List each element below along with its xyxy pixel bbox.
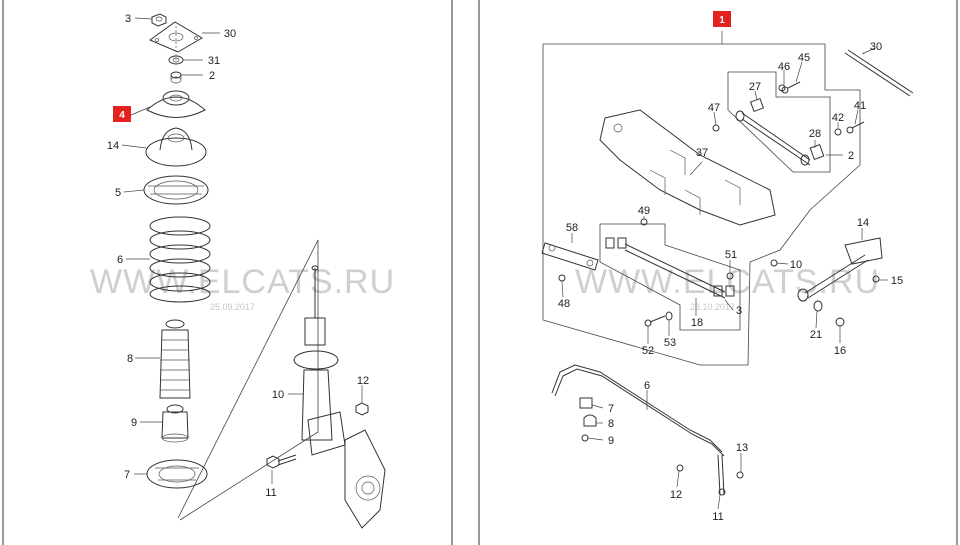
label-r6: 6 xyxy=(644,380,650,392)
label-r58: 58 xyxy=(566,222,578,234)
upper-plate-part xyxy=(148,21,203,53)
label-r2: 2 xyxy=(848,150,854,162)
lower-spring-seat-part xyxy=(146,459,208,489)
label-r21: 21 xyxy=(810,329,822,341)
stabilizer-bar-30 xyxy=(844,49,914,97)
top-mount-part xyxy=(146,90,206,118)
rear-subframe-part xyxy=(599,109,776,226)
label-14: 14 xyxy=(107,140,119,152)
left-watermark-date: 25.09.2017 xyxy=(210,302,255,312)
label-8: 8 xyxy=(127,353,133,365)
label-r49: 49 xyxy=(638,205,650,217)
label-11: 11 xyxy=(265,487,276,499)
subframe-group-frame xyxy=(542,43,861,366)
label-r28: 28 xyxy=(809,128,821,140)
callout-label-1: 1 xyxy=(719,15,725,26)
label-r12: 12 xyxy=(670,489,682,501)
callout-box-1 xyxy=(713,11,731,27)
upper-arm-box xyxy=(727,71,831,173)
label-r16: 16 xyxy=(834,345,846,357)
right-watermark: WWW.ELCATS.RU xyxy=(575,263,880,301)
label-r8: 8 xyxy=(608,418,614,430)
upper-spring-seat-part xyxy=(145,127,207,167)
washer-46 xyxy=(778,84,786,92)
label-r15: 15 xyxy=(891,275,903,287)
nut-12 xyxy=(676,464,684,472)
label-r41: 41 xyxy=(854,100,866,112)
label-r51: 51 xyxy=(725,249,737,261)
label-r37: 37 xyxy=(696,147,708,159)
bolt-47 xyxy=(712,124,720,132)
bushing-21 xyxy=(813,300,823,312)
label-6: 6 xyxy=(117,254,123,266)
label-7: 7 xyxy=(124,469,130,481)
strut-nut-part xyxy=(355,402,369,416)
label-r53: 53 xyxy=(664,337,676,349)
dust-boot-part xyxy=(159,319,191,399)
upper-arm-part xyxy=(735,97,825,166)
washer-42 xyxy=(834,128,842,136)
label-r47: 47 xyxy=(708,102,720,114)
label-r30: 30 xyxy=(870,41,882,53)
label-r48: 48 xyxy=(558,298,570,310)
strut-bolt-part xyxy=(266,454,297,469)
bolt-48 xyxy=(558,274,566,282)
label-9: 9 xyxy=(131,417,137,429)
label-31: 31 xyxy=(208,55,220,67)
label-r7: 7 xyxy=(608,403,614,415)
label-r46: 46 xyxy=(778,61,790,73)
bushing-part xyxy=(170,71,182,84)
stabilizer-bar-6 xyxy=(551,364,726,496)
bolt-41 xyxy=(846,121,865,134)
label-r11: 11 xyxy=(712,511,723,523)
label-10: 10 xyxy=(272,389,284,401)
trailing-arm-14 xyxy=(797,237,883,302)
clamp-8 xyxy=(583,414,597,427)
label-3: 3 xyxy=(125,13,131,25)
bolt-15 xyxy=(872,275,880,283)
label-r14: 14 xyxy=(857,217,869,229)
bolt-9 xyxy=(581,434,589,442)
left-panel-strut-diagram: WWW.ELCATS.RU 25.09.2017 xyxy=(90,13,395,529)
label-r18: 18 xyxy=(691,317,703,329)
insulator-ring-part xyxy=(143,175,209,205)
right-watermark-date: 23.10.2017 xyxy=(690,302,735,312)
label-r10: 10 xyxy=(790,259,802,271)
bracket-58 xyxy=(541,242,599,271)
label-r42: 42 xyxy=(832,112,844,124)
steering-knuckle-part xyxy=(344,429,386,529)
bump-stop-part xyxy=(161,404,189,443)
label-5: 5 xyxy=(115,187,121,199)
nut-13 xyxy=(736,471,744,479)
label-30: 30 xyxy=(224,28,236,40)
left-watermark: WWW.ELCATS.RU xyxy=(90,263,395,301)
label-r9: 9 xyxy=(608,435,614,447)
bolt-52 xyxy=(644,315,666,327)
label-r27: 27 xyxy=(749,81,761,93)
label-r45: 45 xyxy=(798,52,810,64)
label-r52: 52 xyxy=(642,345,654,357)
callout-label-4: 4 xyxy=(119,110,125,121)
label-12: 12 xyxy=(357,375,369,387)
label-r13: 13 xyxy=(736,442,748,454)
label-r3: 3 xyxy=(736,305,742,317)
label-2: 2 xyxy=(209,70,215,82)
strut-frame xyxy=(177,239,319,521)
right-panel-suspension-diagram: WWW.ELCATS.RU 23.10.2017 xyxy=(541,11,914,523)
nut-part xyxy=(151,13,167,27)
lower-arm-box xyxy=(599,223,741,331)
lower-arm-part xyxy=(605,237,735,299)
washer-53 xyxy=(665,311,673,321)
bushing-16 xyxy=(835,317,845,327)
callout-box-4 xyxy=(113,106,131,122)
coil-spring-part xyxy=(149,216,211,303)
